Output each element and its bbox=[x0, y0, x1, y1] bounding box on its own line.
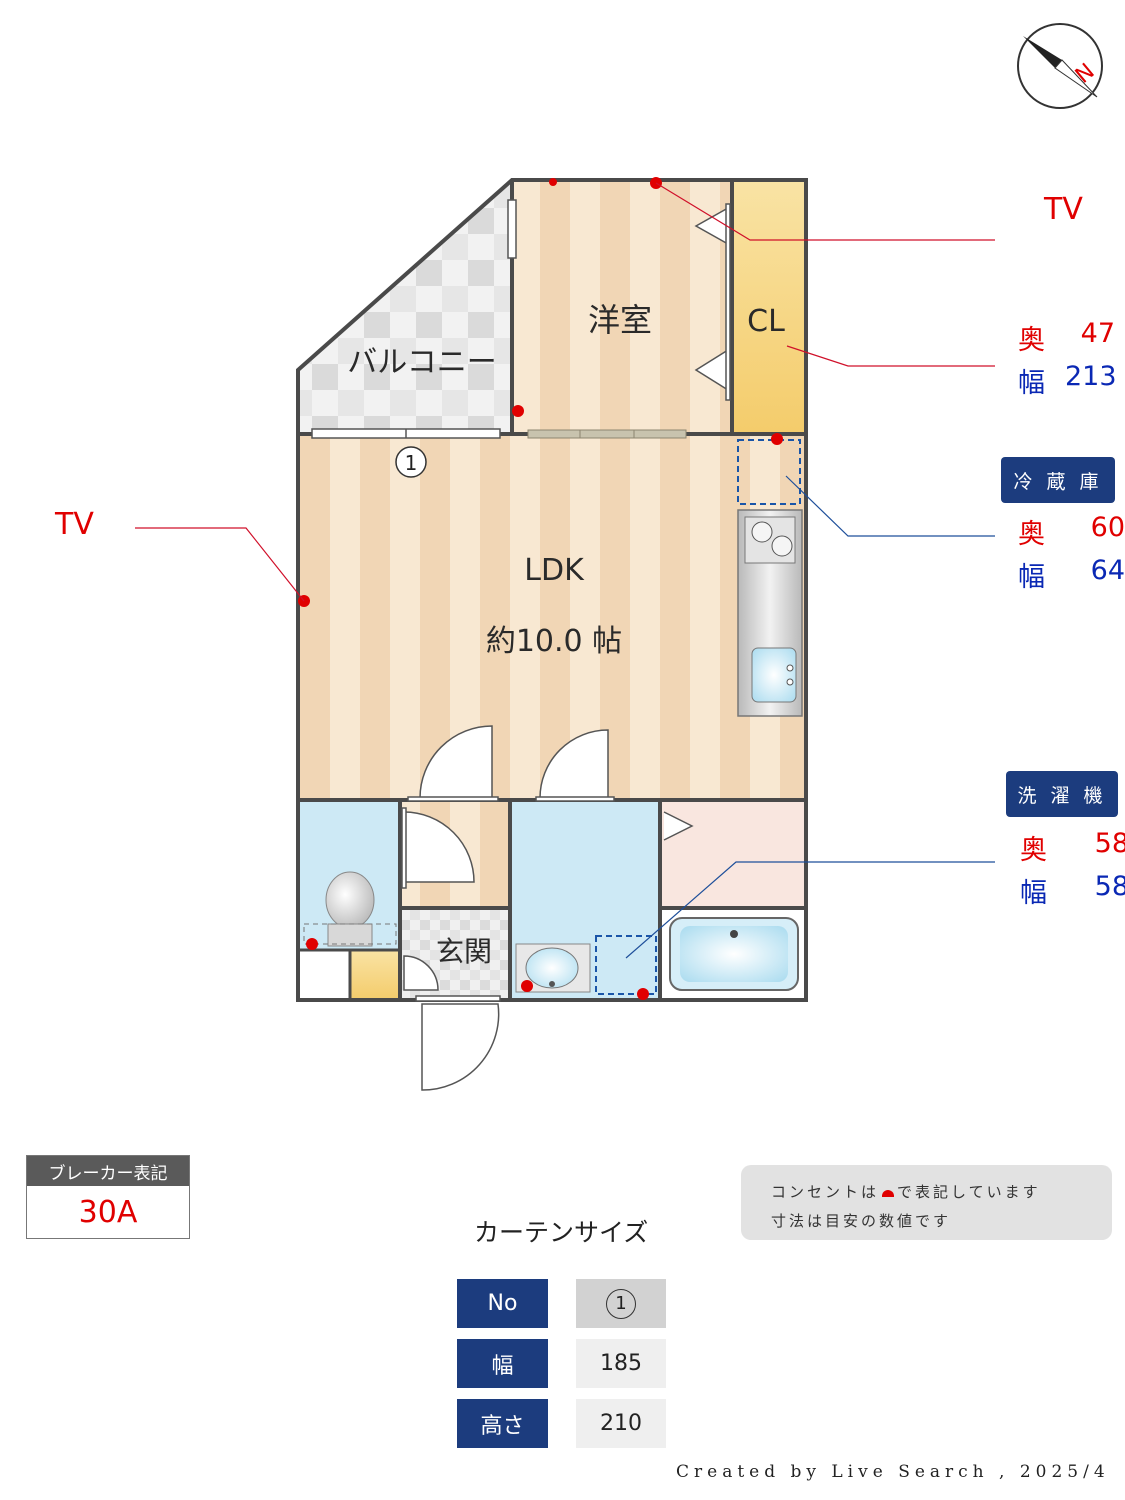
closet-width-row: 幅 213 bbox=[1018, 361, 1117, 399]
ldk-label: LDK bbox=[524, 553, 585, 588]
svg-text:1: 1 bbox=[405, 451, 418, 475]
footer-credit: Created by Live Search , 2025/4 bbox=[676, 1462, 1110, 1482]
fridge-dimensions: 奥 60 幅 64 bbox=[1018, 512, 1125, 594]
breaker-label: ブレーカー表記 bbox=[27, 1156, 189, 1186]
fridge-badge: 冷 蔵 庫 bbox=[1001, 457, 1115, 503]
storage-box bbox=[300, 950, 350, 1000]
washer-width-row: 幅 58 bbox=[1020, 871, 1125, 909]
kitchen-counter bbox=[737, 509, 803, 717]
curtain-no-value: 1 bbox=[576, 1279, 666, 1328]
fridge-width-row: 幅 64 bbox=[1018, 555, 1125, 593]
doors bbox=[401, 725, 694, 1091]
balcony-label: バルコニー bbox=[347, 345, 496, 380]
curtain-no-header: No bbox=[457, 1279, 548, 1328]
washer-depth-row: 奥 58 bbox=[1020, 828, 1125, 866]
closet-doors bbox=[694, 203, 731, 401]
ldk-area bbox=[300, 434, 804, 800]
note-line-1: コンセントはで表記しています bbox=[771, 1183, 1041, 1201]
curtain-height-value: 210 bbox=[576, 1399, 666, 1448]
western-room-label: 洋室 bbox=[588, 301, 652, 339]
washer-dimensions: 奥 58 幅 58 bbox=[1020, 828, 1125, 910]
closet-area bbox=[734, 182, 804, 434]
bathtub bbox=[669, 917, 799, 991]
entrance-label: 玄関 bbox=[436, 935, 492, 968]
balcony-area bbox=[300, 182, 512, 434]
closet-depth-row: 奥 47 bbox=[1018, 318, 1115, 356]
outlet-note: コンセントはで表記しています 寸法は目安の数値です bbox=[741, 1165, 1112, 1240]
outlet-icon bbox=[882, 1190, 895, 1197]
closet-dimensions: 奥 47 幅 213 bbox=[1018, 318, 1117, 400]
fridge-space bbox=[737, 439, 801, 505]
breaker-box: ブレーカー表記 30A bbox=[26, 1155, 190, 1239]
washer-space bbox=[595, 935, 657, 995]
outlets bbox=[298, 177, 783, 1000]
curtain-height-header: 高さ bbox=[457, 1399, 548, 1448]
leader-lines bbox=[135, 182, 995, 959]
curtain-marker: 1 bbox=[395, 446, 427, 478]
curtain-width-value: 185 bbox=[576, 1339, 666, 1388]
ldk-size-label: 約10.0 帖 bbox=[486, 624, 622, 659]
windows bbox=[311, 199, 687, 439]
western-room-area bbox=[512, 182, 734, 434]
tv-left-label: TV bbox=[55, 507, 94, 542]
fridge-depth-row: 奥 60 bbox=[1018, 512, 1125, 550]
breaker-value: 30A bbox=[27, 1186, 189, 1238]
toilet bbox=[303, 871, 397, 947]
curtain-width-header: 幅 bbox=[457, 1339, 548, 1388]
shoe-box bbox=[350, 950, 402, 1000]
tv-top-label: TV bbox=[1044, 192, 1083, 227]
curtain-title: カーテンサイズ bbox=[474, 1218, 649, 1247]
note-line-2: 寸法は目安の数値です bbox=[771, 1212, 952, 1230]
washer-badge: 洗 濯 機 bbox=[1006, 771, 1118, 817]
bath-anteroom-area bbox=[662, 802, 804, 908]
compass: N bbox=[1017, 23, 1103, 109]
closet-label: CL bbox=[747, 304, 785, 339]
